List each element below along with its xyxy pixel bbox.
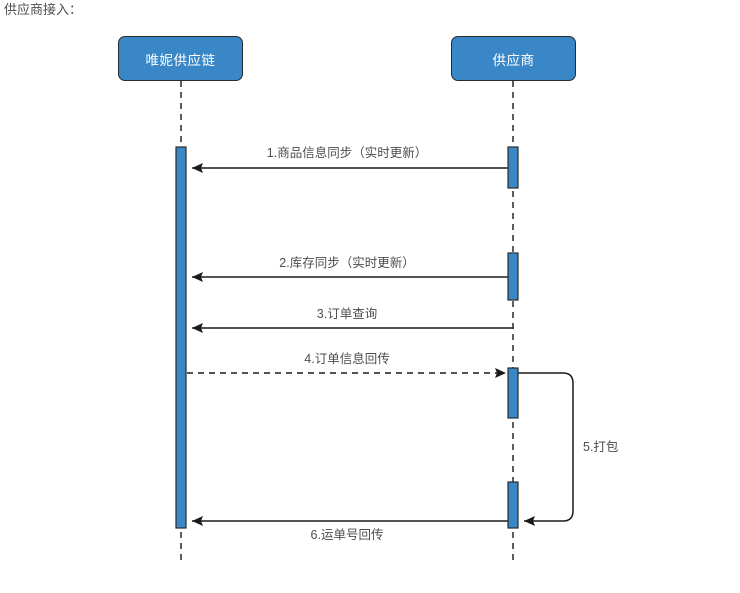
message-label-5: 5.打包 <box>583 440 619 454</box>
activation-bar-supplier-1 <box>507 146 519 189</box>
participant-label: 唯妮供应链 <box>145 52 216 68</box>
message-label-2: 2.库存同步（实时更新） <box>279 256 415 270</box>
page-title: 供应商接入： <box>4 2 83 17</box>
message-line-5-self-loop[interactable] <box>518 372 574 526</box>
activation-bar-supplier-4 <box>507 481 519 529</box>
participant-box-weini-supply-chain[interactable]: 唯妮供应链 <box>118 36 243 81</box>
activation-bar-supplier-2 <box>507 252 519 301</box>
message-lines <box>187 163 574 526</box>
message-label-1: 1.商品信息同步（实时更新） <box>266 146 428 160</box>
activation-bar-weini-supply-chain <box>175 146 187 529</box>
message-label-6: 6.运单号回传 <box>310 528 384 542</box>
message-label-4: 4.订单信息回传 <box>304 352 390 366</box>
activation-bar-supplier-3 <box>507 367 519 419</box>
participant-box-supplier[interactable]: 供应商 <box>451 36 576 81</box>
activation-bars <box>175 146 519 529</box>
message-label-3: 3.订单查询 <box>316 307 378 321</box>
participant-label: 供应商 <box>492 52 535 68</box>
